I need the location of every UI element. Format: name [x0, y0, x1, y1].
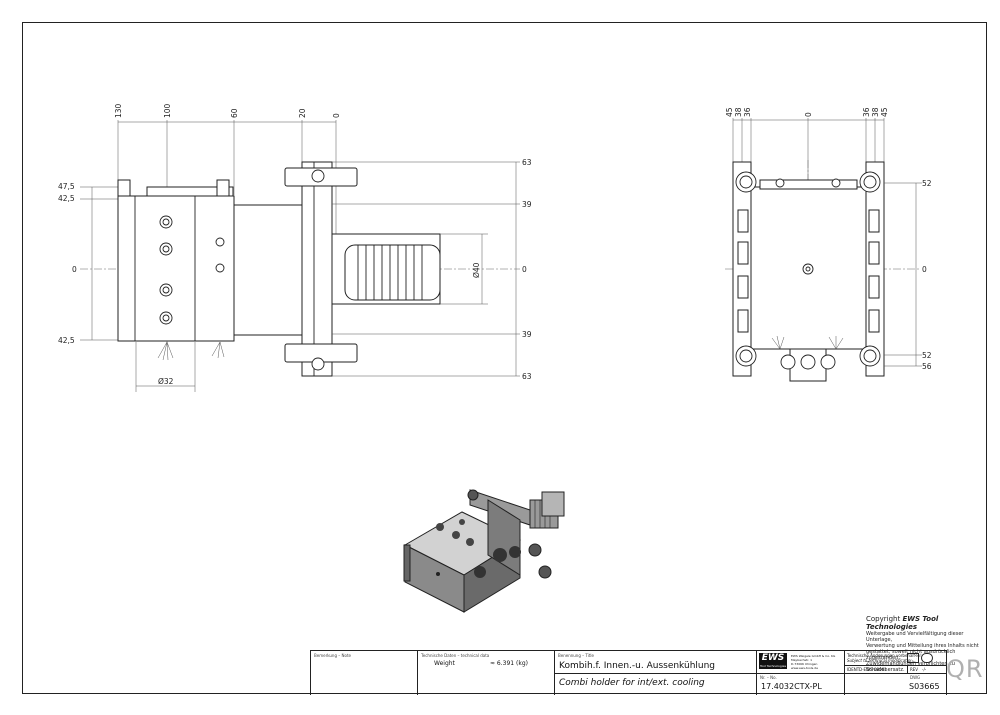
side-dim-top-38-right: 38 [871, 107, 880, 117]
side-view: 45 38 36 0 36 38 45 [725, 107, 932, 382]
drawing-label: DWG [910, 675, 921, 680]
remark-cell: Bemerkung – Note [311, 651, 418, 695]
front-dim-right-39: 39 [522, 200, 532, 209]
copyright-line-3: gestattet, soweit nicht ausdrücklich zug… [866, 649, 956, 661]
side-dim-top-45-right: 45 [880, 107, 889, 117]
front-dim-top-130: 130 [114, 103, 123, 118]
side-dim-top-36-right: 36 [862, 107, 871, 117]
title-english: Combi holder for int/ext. cooling [559, 678, 705, 688]
front-dim-left-42-5: 42,5 [58, 194, 75, 203]
copyright-brand: EWS Tool Technologies [866, 615, 939, 631]
title-german: Kombih.f. Innen.-u. Aussenkühlung [559, 661, 716, 671]
side-dim-right-56: 56 [922, 362, 932, 371]
copyright-line-4: Zuwiderhandlungen verpflichten zu Schade… [866, 661, 955, 673]
front-dim-top-60: 60 [230, 108, 239, 118]
front-dim-left-47-5: 47,5 [58, 182, 75, 191]
front-view: 130 100 60 20 0 47,5 42,5 0 42,5 [58, 103, 532, 392]
front-dim-top-0: 0 [332, 113, 341, 118]
front-dim-left-42-5-bottom: 42,5 [58, 336, 75, 345]
qr-placeholder: QR [946, 655, 984, 683]
front-dim-right-63: 63 [522, 158, 532, 167]
part-label: Nr. – No. [760, 675, 777, 680]
title-label: Benennung – Title [558, 653, 594, 658]
front-dim-right-39-bottom: 39 [522, 330, 532, 339]
revision-cell: Technische Änderungen vorbehalten! Subje… [845, 651, 947, 695]
isometric-view [403, 489, 565, 613]
remark-label: Bemerkung – Note [314, 653, 352, 658]
drawing-number: S03665 [909, 682, 940, 691]
rev-value: -/- [922, 667, 927, 672]
side-dim-top-38: 38 [734, 107, 743, 117]
company-cell: EWS Tool Technologies EWS Weigele GmbH &… [757, 651, 845, 695]
title-cell: Benennung – Title Kombih.f. Innen.-u. Au… [555, 651, 757, 695]
copyright-notice: Copyright EWS Tool Technologies Weiterga… [866, 615, 986, 673]
drawing-frame [22, 22, 987, 694]
tech-data-label: Technische Daten – technical data [421, 653, 490, 658]
circle-symbol [921, 653, 933, 663]
side-dim-right-52: 52 [922, 179, 932, 188]
front-dim-bore-dia40: Ø40 [472, 262, 481, 278]
ews-logo: EWS Tool Technologies [759, 653, 787, 669]
front-dim-top-100: 100 [163, 103, 172, 118]
front-dim-bottom-dia32: Ø32 [158, 377, 174, 386]
side-dim-right-0: 0 [922, 265, 927, 274]
projection-symbol [907, 653, 919, 663]
front-dim-left-0: 0 [72, 265, 77, 274]
ident-value: D-EWS-08061 [859, 667, 887, 672]
side-dim-right-52-bottom: 52 [922, 351, 932, 360]
front-dim-top-20: 20 [298, 108, 307, 118]
weight-value: ≈ 6.391 (kg) [490, 660, 528, 667]
company-address: EWS Weigele GmbH & Co. KG Maybachstr. 1 … [791, 654, 836, 670]
side-dim-top-45: 45 [725, 107, 734, 117]
front-dim-right-63-bottom: 63 [522, 372, 532, 381]
ident-label: IDENT [847, 667, 860, 672]
rev-label: REV [910, 667, 919, 672]
side-dim-top-36: 36 [743, 107, 752, 117]
copyright-line-1: Weitergabe und Vervielfältigung dieser U… [866, 631, 964, 643]
copyright-prefix: Copyright [866, 615, 901, 623]
copyright-line-2: Verwertung und Mitteilung ihres Inhalts … [866, 643, 979, 649]
weight-label: Weight [434, 660, 455, 667]
title-block: Bemerkung – Note Technische Daten – tech… [310, 650, 947, 695]
front-dim-right-0: 0 [522, 265, 527, 274]
technical-data-cell: Technische Daten – technical data Weight… [418, 651, 555, 695]
part-number: 17.4032CTX-PL [761, 682, 822, 691]
modification-notice: Technische Änderungen vorbehalten! Subje… [847, 653, 922, 663]
side-dim-top-0: 0 [804, 112, 813, 117]
